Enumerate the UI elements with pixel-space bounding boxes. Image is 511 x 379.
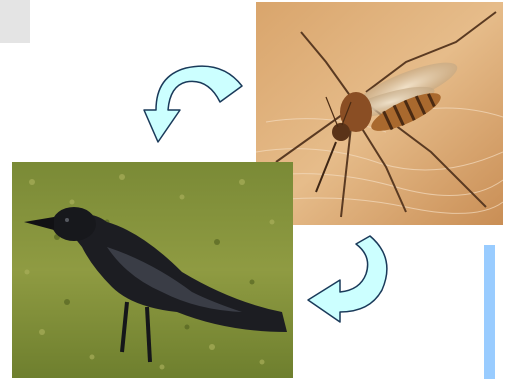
curved-arrow-icon <box>142 60 248 146</box>
corner-block <box>0 0 30 43</box>
accent-bar <box>484 245 495 379</box>
crow-image <box>12 162 293 378</box>
mosquito-image <box>256 2 503 225</box>
curved-arrow-icon <box>300 232 396 324</box>
